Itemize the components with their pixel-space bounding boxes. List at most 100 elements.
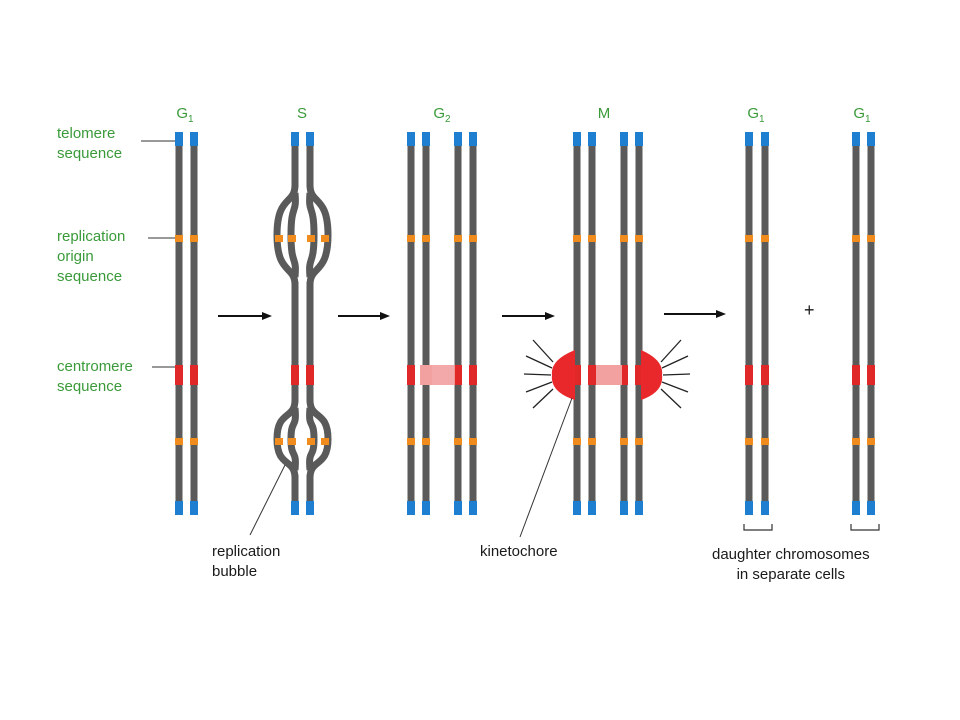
telomere-segment <box>422 132 430 146</box>
origin-segment <box>307 235 315 242</box>
origin-segment <box>407 438 415 445</box>
kinetochore-pointer <box>519 397 573 538</box>
centromere-segment <box>867 365 875 385</box>
chromatid-strand <box>620 132 628 515</box>
centromere-segment <box>635 365 643 385</box>
microtubule <box>523 373 552 376</box>
chromosome-features <box>175 132 875 515</box>
telomere-segment <box>588 501 596 515</box>
telomere-segment <box>867 132 875 146</box>
centromere-segment <box>454 365 462 385</box>
centromere-segment <box>190 365 198 385</box>
telomere-segment <box>761 501 769 515</box>
origin-segment <box>190 235 198 242</box>
kinetochore-left <box>551 350 575 400</box>
chromatid-strand <box>190 132 198 515</box>
telomere-segment <box>620 132 628 146</box>
chromatid-strand <box>291 132 299 187</box>
microtubule <box>661 381 689 393</box>
chromatid-strand <box>291 475 299 515</box>
origin-segment <box>469 235 477 242</box>
microtubule <box>532 339 554 363</box>
telomere-segment <box>573 501 581 515</box>
centromere-segment <box>469 365 477 385</box>
origin-segment <box>175 235 183 242</box>
phase-label-g1-start: G1 <box>176 105 194 125</box>
origin-segment <box>321 235 329 242</box>
telomere-segment <box>306 132 314 146</box>
origin-segment <box>620 235 628 242</box>
origin-segment <box>761 235 769 242</box>
origin-segment <box>422 235 430 242</box>
telomere-segment <box>745 501 753 515</box>
origin-segment <box>469 438 477 445</box>
centromere-segment <box>588 365 596 385</box>
centromere-segment <box>291 365 299 385</box>
origin-segment <box>275 438 283 445</box>
label-daughter-chromosomes: daughter chromosomes in separate cells <box>712 546 870 583</box>
origin-segment <box>573 235 581 242</box>
centromere-segment <box>620 365 628 385</box>
phase-arrow-head <box>262 312 272 320</box>
sister-cohesion <box>596 365 622 385</box>
phase-arrow-head <box>716 310 726 318</box>
telomere-segment <box>407 132 415 146</box>
telomere-segment <box>867 501 875 515</box>
telomere-segment <box>469 501 477 515</box>
bubble-pointer <box>249 464 286 536</box>
chromatid-strand <box>745 132 753 515</box>
origin-segment <box>454 438 462 445</box>
origin-segment <box>620 438 628 445</box>
chromatid-strand <box>422 132 430 515</box>
centromere-segment <box>175 365 183 385</box>
centromere-segment <box>852 365 860 385</box>
origin-segment <box>635 235 643 242</box>
chromatid-strand <box>761 132 769 515</box>
phase-label-g1-daughter-b: G1 <box>853 105 871 125</box>
centromere-segment <box>573 365 581 385</box>
daughter-bracket <box>743 524 773 531</box>
telomere-segment <box>190 132 198 146</box>
origin-segment <box>454 235 462 242</box>
microtubule <box>525 381 553 393</box>
chromatid-strand <box>469 132 477 515</box>
origin-segment <box>573 438 581 445</box>
origin-segment <box>867 235 875 242</box>
centromere-segment <box>745 365 753 385</box>
origin-segment <box>852 235 860 242</box>
phase-label-m: M <box>597 105 611 122</box>
telomere-segment <box>291 501 299 515</box>
telomere-segment <box>407 501 415 515</box>
phase-label-g2: G2 <box>433 105 451 125</box>
chromatid-strand <box>306 132 314 187</box>
chromatid-strand <box>306 282 314 402</box>
label-replication-origin: replication origin sequence <box>57 228 126 285</box>
centromere-segment <box>407 365 415 385</box>
telomere-segment <box>175 132 183 146</box>
telomere-segment <box>469 132 477 146</box>
microtubule <box>532 388 554 409</box>
telomere-segment <box>761 132 769 146</box>
chromatid-strand <box>852 132 860 515</box>
origin-segment <box>307 438 315 445</box>
telomere-segment <box>573 132 581 146</box>
telomere-segment <box>588 132 596 146</box>
origin-segment <box>407 235 415 242</box>
chromosome-strands <box>175 132 875 515</box>
origin-segment <box>321 438 329 445</box>
origin-segment <box>635 438 643 445</box>
telomere-segment <box>291 132 299 146</box>
telomere-segment <box>422 501 430 515</box>
origin-segment <box>175 438 183 445</box>
phase-arrow-head <box>545 312 555 320</box>
telomere-segment <box>745 132 753 146</box>
sister-cohesion <box>420 365 432 385</box>
telomere-segment <box>454 501 462 515</box>
origin-segment <box>588 235 596 242</box>
microtubule <box>661 355 689 369</box>
origin-segment <box>745 438 753 445</box>
telomere-segment <box>454 132 462 146</box>
chromatid-strand <box>407 132 415 515</box>
label-telomere: telomere sequence <box>57 125 123 162</box>
